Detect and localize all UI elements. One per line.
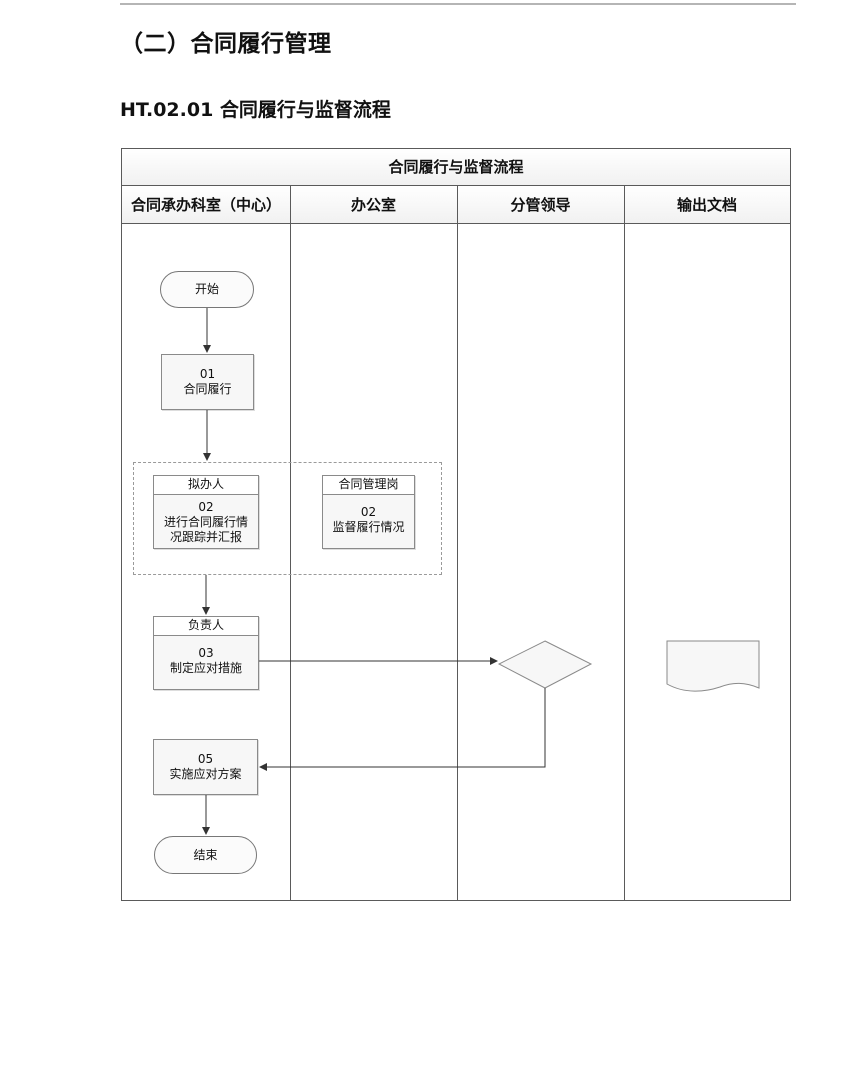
role-label: 合同管理岗 — [323, 476, 414, 495]
step-number: 03 — [198, 646, 214, 660]
flowchart-title: 合同履行与监督流程 — [122, 149, 790, 186]
start-node: 开始 — [160, 271, 254, 308]
step-number: 04 — [537, 651, 553, 665]
lane-header-office: 办公室 — [290, 186, 457, 224]
parallel-step-group — [133, 462, 442, 575]
doc-text: 应对方案 — [688, 664, 737, 678]
step-number: 01 — [199, 367, 216, 381]
step-03-develop-countermeasures: 负责人 03 制定应对措施 — [153, 616, 259, 690]
lane-divider — [290, 186, 291, 900]
lane-header-output-docs: 输出文档 — [624, 186, 790, 224]
lane-header-leader: 分管领导 — [457, 186, 624, 224]
output-doc-03-response-plan: 03 应对方案 — [667, 643, 759, 685]
end-label: 结束 — [193, 847, 218, 862]
step-text: 审核 — [532, 666, 557, 680]
start-label: 开始 — [194, 282, 219, 296]
doc-number: 03 — [705, 649, 721, 663]
end-node: 结束 — [154, 836, 257, 874]
step-02-tracking-report: 拟办人 02 进行合同履行情 况跟踪并汇报 — [153, 475, 259, 549]
step-number: 02 — [360, 505, 377, 519]
step-01-contract-performance: 01 合同履行 — [161, 354, 254, 410]
lane-divider — [457, 186, 458, 900]
top-rule — [120, 3, 796, 5]
step-text: 合同履行 — [183, 382, 232, 396]
step-text: 监督履行情况 — [332, 520, 405, 534]
step-text: 实施应对方案 — [169, 767, 242, 781]
step-number: 02 — [198, 500, 214, 514]
step-text: 况跟踪并汇报 — [169, 530, 242, 544]
role-label: 拟办人 — [154, 476, 258, 495]
lane-divider — [624, 186, 625, 900]
process-title: HT.02.01 合同履行与监督流程 — [120, 99, 391, 121]
step-04-review-decision: 04 审核 — [515, 646, 575, 686]
step-number: 05 — [197, 752, 214, 766]
step-text: 制定应对措施 — [169, 661, 242, 675]
section-title: （二）合同履行管理 — [120, 31, 332, 57]
step-text: 进行合同履行情 — [163, 515, 248, 529]
lane-header-contract-dept: 合同承办科室（中心） — [122, 186, 290, 224]
step-02-supervise-performance: 合同管理岗 02 监督履行情况 — [322, 475, 415, 549]
role-label: 负责人 — [154, 617, 258, 636]
step-05-implement-plan: 05 实施应对方案 — [153, 739, 258, 795]
